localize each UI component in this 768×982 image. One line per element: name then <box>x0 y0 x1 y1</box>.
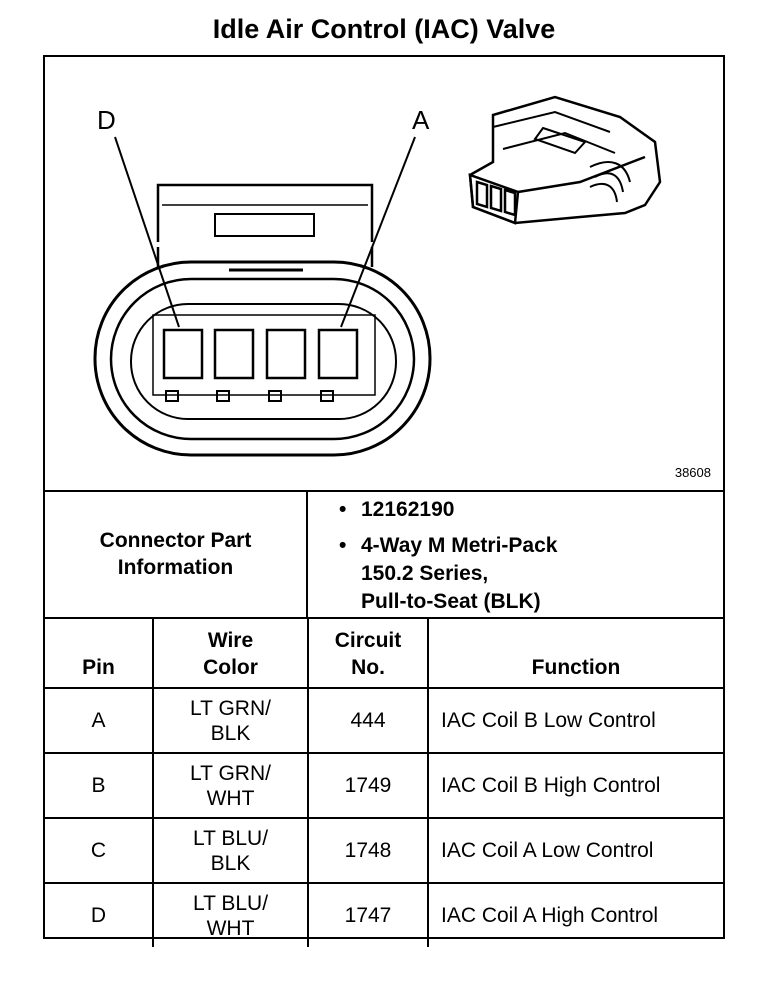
connector-type: 4-Way M Metri-Pack <box>335 532 557 560</box>
pin-label-d: D <box>97 105 116 135</box>
header-wire-line1: Wire <box>207 629 254 652</box>
circuit-cell: 1748 <box>307 817 429 884</box>
part-number: 12162190 <box>335 496 557 524</box>
figure-number: 38608 <box>674 465 711 480</box>
pin-cell: D <box>45 882 154 947</box>
header-circuit-line1: Circuit <box>334 629 402 652</box>
wire-color-line1: LT GRN/ <box>190 696 271 720</box>
function-cell: IAC Coil B High Control <box>427 752 723 819</box>
circuit-cell: 1747 <box>307 882 429 947</box>
circuit-cell: 1749 <box>307 752 429 819</box>
wire-color-cell: LT GRN/WHT <box>152 752 309 819</box>
header-function: Function <box>427 617 723 689</box>
pin-cell: C <box>45 817 154 884</box>
wire-color-line1: LT GRN/ <box>190 761 271 785</box>
circuit-cell: 444 <box>307 687 429 754</box>
wire-color-line1: LT BLU/ <box>192 891 269 915</box>
pin-cell: B <box>45 752 154 819</box>
header-circuit-line2: No. <box>351 656 385 679</box>
wire-color-line2: WHT <box>206 786 255 810</box>
table-row: C LT BLU/BLK 1748 IAC Coil A Low Control <box>45 817 723 884</box>
table-row: A LT GRN/BLK 444 IAC Coil B Low Control <box>45 687 723 754</box>
page-title: Idle Air Control (IAC) Valve <box>212 14 556 44</box>
header-wire-color: Wire Color <box>152 617 309 689</box>
wire-color-cell: LT GRN/BLK <box>152 687 309 754</box>
pin-label-a: A <box>412 105 430 135</box>
wire-color-line2: BLK <box>210 851 251 875</box>
connector-info-label-line2: Information <box>117 555 234 579</box>
pinout-table: Pin Wire Color Circuit No. Function A LT… <box>45 617 723 947</box>
connector-sheet: D A 38608 Connector Part Information 121… <box>43 55 725 947</box>
connector-info-label-line1: Connector Part <box>99 528 252 552</box>
wire-color-line1: LT BLU/ <box>192 826 269 850</box>
connector-seat-type: Pull-to-Seat (BLK) <box>361 590 541 613</box>
function-cell: IAC Coil A Low Control <box>427 817 723 884</box>
function-cell: IAC Coil A High Control <box>427 882 723 947</box>
connector-info-section: Connector Part Information 12162190 4-Wa… <box>45 490 723 619</box>
wire-color-line2: WHT <box>206 916 255 940</box>
wire-color-cell: LT BLU/WHT <box>152 882 309 947</box>
header-circuit-no: Circuit No. <box>307 617 429 689</box>
header-pin: Pin <box>45 617 154 689</box>
connector-diagram: D A 38608 <box>45 57 723 492</box>
function-cell: IAC Coil B Low Control <box>427 687 723 754</box>
table-header-row: Pin Wire Color Circuit No. Function <box>45 617 723 689</box>
table-row: D LT BLU/WHT 1747 IAC Coil A High Contro… <box>45 882 723 947</box>
connector-info-label: Connector Part Information <box>45 490 308 617</box>
wire-color-line2: BLK <box>210 721 251 745</box>
header-wire-line2: Color <box>203 656 258 679</box>
wire-color-cell: LT BLU/BLK <box>152 817 309 884</box>
connector-series: 150.2 Series, <box>361 562 489 585</box>
table-row: B LT GRN/WHT 1749 IAC Coil B High Contro… <box>45 752 723 819</box>
connector-info-list: 12162190 4-Way M Metri-Pack 150.2 Series… <box>335 496 557 616</box>
connector-face-drawing: D A <box>93 95 662 457</box>
pin-cell: A <box>45 687 154 754</box>
